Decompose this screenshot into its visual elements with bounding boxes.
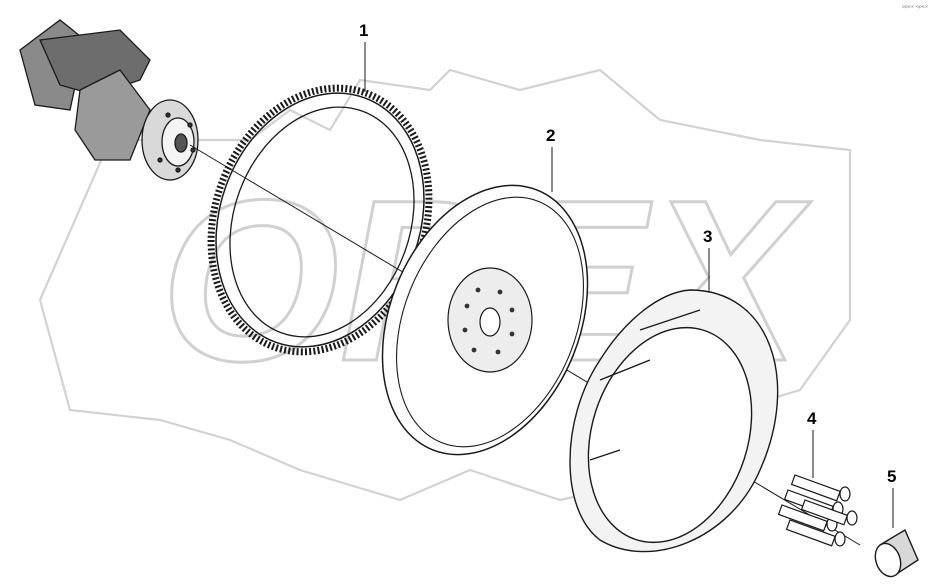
bolt-set [777, 474, 858, 547]
crank-flange-hub [174, 133, 188, 153]
bolt [800, 499, 858, 526]
housing-rib [599, 359, 651, 381]
flange-bolt-hole [175, 167, 181, 173]
watermark [38, 68, 852, 502]
crankshaft-assembly [19, 19, 199, 181]
flywheel-hub-bore [479, 307, 501, 337]
crankshaft-counterweight [74, 69, 151, 161]
bolt [785, 519, 846, 547]
flange-bolt-hole [187, 122, 193, 128]
flywheel-housing [569, 289, 779, 553]
corner-watermark: ᵒᵖᵉˣ ᵒᵖᵉˣ [901, 4, 928, 12]
flywheel-inner-rim [396, 196, 584, 448]
bushing-face [874, 542, 902, 578]
flywheel [381, 184, 589, 456]
flywheel-hub-holes [462, 287, 515, 355]
bushing [874, 528, 919, 578]
callout-part-1: 1 [359, 21, 369, 40]
flange-bolt-hole [165, 112, 171, 118]
watermark-gear-outline [38, 68, 852, 502]
housing-rib [639, 309, 701, 331]
callout-part-3: 3 [703, 227, 713, 246]
flange-bolt-hole [190, 147, 196, 153]
bolt [790, 474, 851, 502]
housing-rib [589, 449, 621, 461]
housing-bore [587, 326, 753, 544]
flange-bolt-hole [157, 157, 163, 163]
leader-lines [364, 42, 894, 528]
callout-part-5: 5 [887, 467, 897, 486]
callout-part-4: 4 [807, 409, 817, 428]
callout-part-2: 2 [546, 126, 556, 145]
ring-gear-inner [229, 106, 415, 338]
